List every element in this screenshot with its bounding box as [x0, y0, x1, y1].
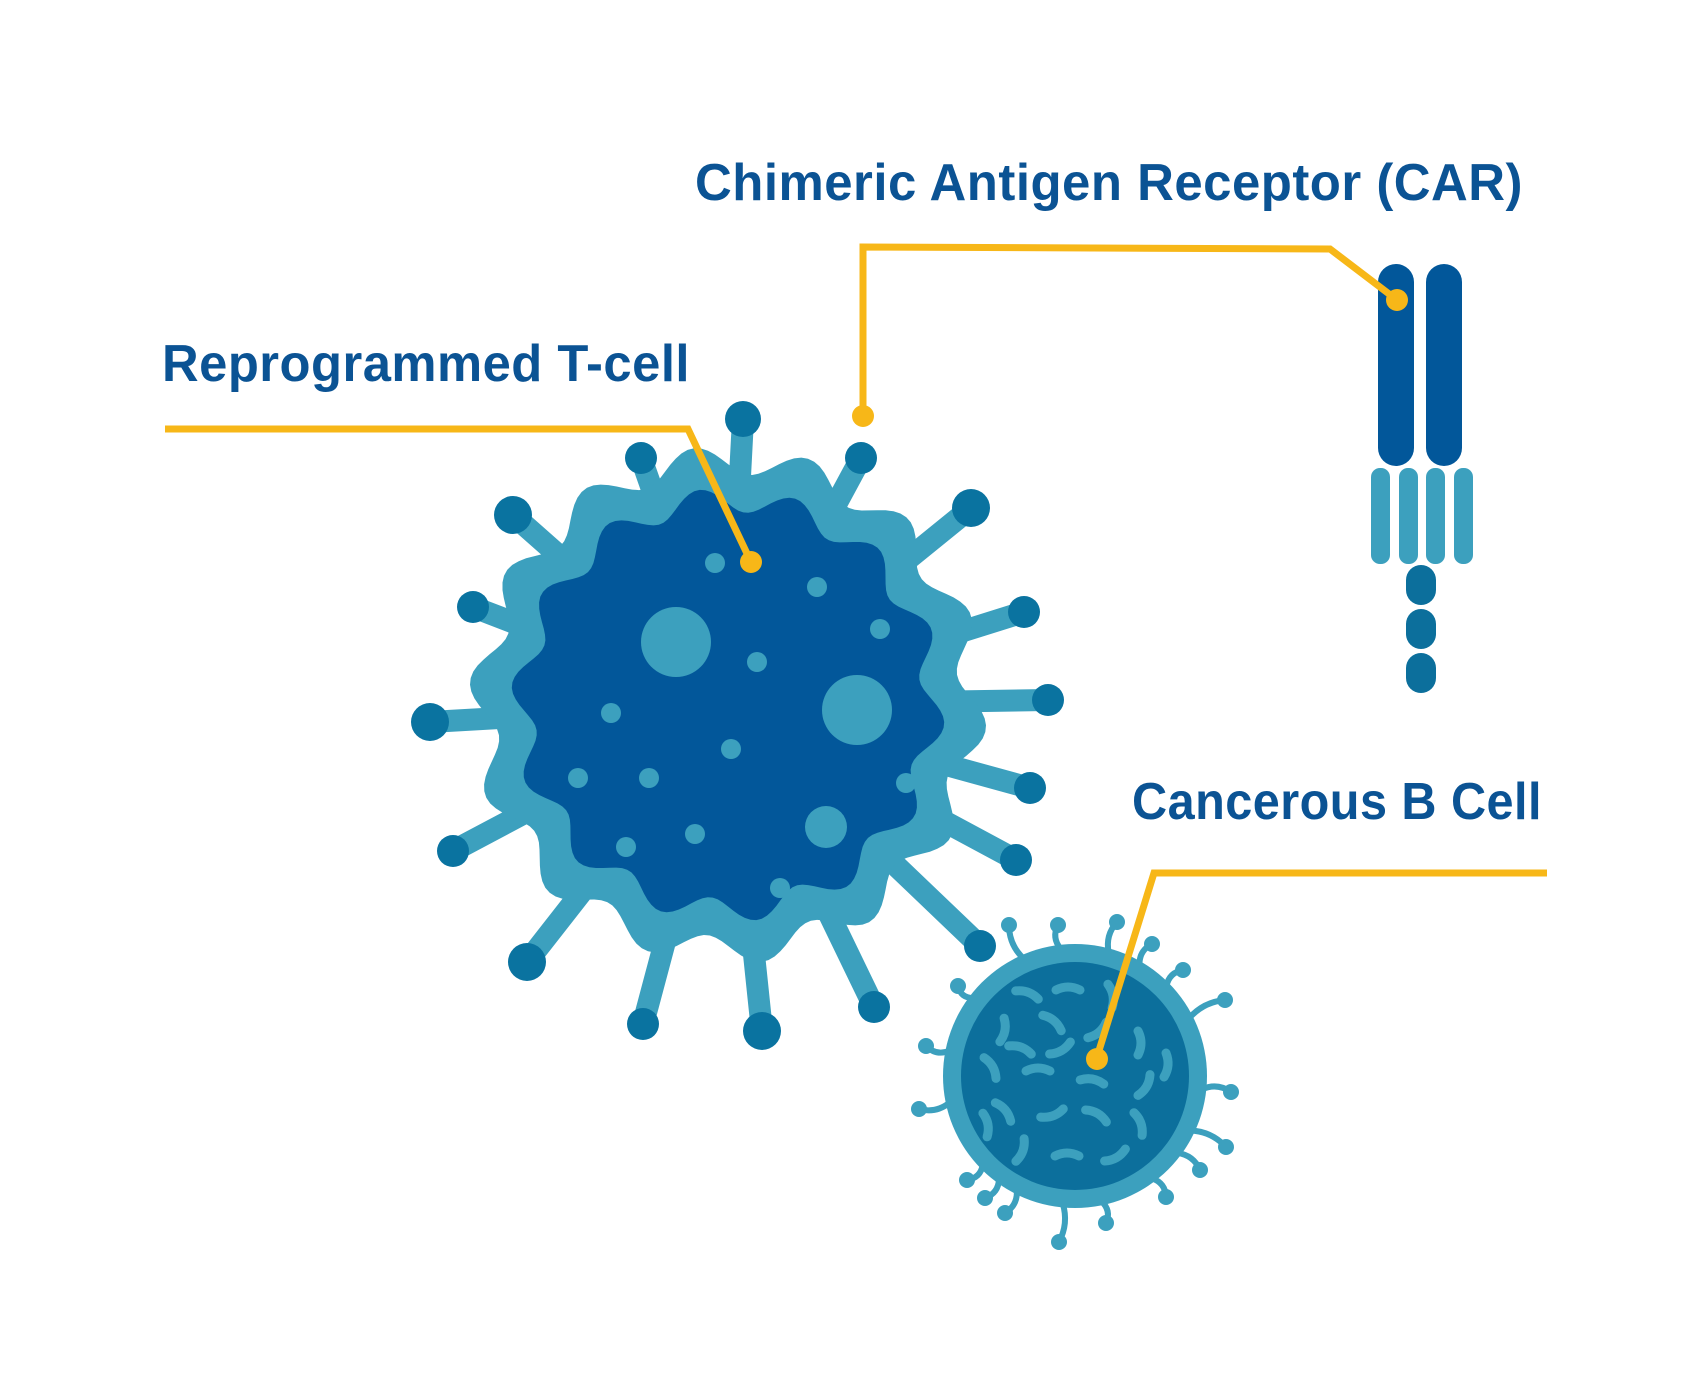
bcell-label: Cancerous B Cell — [1132, 773, 1542, 831]
b-cell-chromatin — [978, 979, 1173, 1166]
receptor-domain-2 — [1399, 468, 1418, 564]
b-cell-villus-tip — [1217, 992, 1233, 1008]
b-cell-chromatin-strand — [990, 1098, 1016, 1126]
receptor-signal-segment-3 — [1406, 653, 1436, 693]
t-cell-granule — [639, 768, 659, 788]
car-receptor-icon — [1371, 264, 1473, 693]
b-cell-villus-tip — [1175, 962, 1191, 978]
tcell-leader-line — [165, 425, 755, 564]
t-cell-granule — [616, 837, 636, 857]
b-cell-villus-tip — [1001, 917, 1017, 933]
b-cell-chromatin-strand — [1075, 1074, 1109, 1089]
t-cell-spike-tip — [1014, 772, 1046, 804]
b-cell-chromatin-strand — [1011, 986, 1043, 1004]
t-cell-spike-tip — [1008, 596, 1040, 628]
b-cell-chromatin-strand — [1081, 1105, 1111, 1127]
b-cell-chromatin-strand — [995, 1013, 1010, 1047]
t-cell-granule — [601, 703, 621, 723]
b-cell-villus-tip — [1144, 936, 1160, 952]
t-cell-granules — [568, 553, 916, 898]
t-cell-spike-tip — [952, 489, 990, 527]
t-cell-spike-tip — [437, 835, 469, 867]
t-cell-granule — [747, 652, 767, 672]
b-cell-villus-tip — [977, 1190, 993, 1206]
receptor-heavy-chain-right — [1426, 264, 1462, 466]
t-cell-spike-tip — [457, 591, 489, 623]
t-cell-granule — [805, 806, 847, 848]
receptor-domain-1 — [1371, 468, 1390, 564]
t-cell-spike-tip — [743, 1012, 781, 1050]
t-cell-spike-tip — [508, 943, 546, 981]
b-cell-villus-tip — [959, 1172, 975, 1188]
t-cell-granule — [770, 878, 790, 898]
car-leader-dot — [852, 405, 874, 427]
b-cell-villus-tip — [997, 1205, 1013, 1221]
b-cell-villus-tip — [1098, 1215, 1114, 1231]
t-cell-granule — [641, 607, 711, 677]
b-cell-nucleus — [961, 962, 1189, 1190]
b-cell-chromatin-strand — [1021, 1063, 1055, 1076]
receptor-domain-3 — [1426, 468, 1445, 564]
b-cell-chromatin-strand — [979, 1053, 1001, 1083]
t-cell-granule — [685, 824, 705, 844]
b-cell-chromatin-strand — [1045, 1037, 1075, 1059]
b-cell-chromatin-strand — [1129, 1108, 1147, 1140]
t-cell-spike-tip — [964, 930, 996, 962]
t-cell-spike-tip — [845, 442, 877, 474]
b-cell-chromatin-strand — [1133, 1070, 1155, 1100]
b-cell-villus-tip — [918, 1038, 934, 1054]
bcell-leader-dot — [1086, 1048, 1108, 1070]
car-label: Chimeric Antigen Receptor (CAR) — [695, 154, 1523, 212]
t-cell-granule — [721, 739, 741, 759]
b-cell-chromatin-strand — [1159, 1048, 1173, 1082]
b-cell-chromatin-strand — [1100, 1144, 1130, 1166]
t-cell-spike-tip — [627, 1008, 659, 1040]
receptor-signal-segment-1 — [1406, 565, 1436, 605]
receptor-signal-segment-2 — [1406, 609, 1436, 649]
cancerous-b-cell-icon — [911, 914, 1239, 1250]
leader-dots — [740, 289, 1408, 1070]
b-cell-villus-tip — [1051, 1234, 1067, 1250]
t-cell-granule — [705, 553, 725, 573]
t-cell-spike-tip — [1032, 684, 1064, 716]
receptor-heavy-chain-left — [1378, 264, 1414, 466]
t-cell-spike-tip — [411, 703, 449, 741]
tcell-label: Reprogrammed T-cell — [162, 335, 690, 393]
b-cell-chromatin-strand — [1004, 1041, 1036, 1059]
b-cell-villus-tip — [1158, 1189, 1174, 1205]
b-cell-chromatin-strand — [1011, 1134, 1029, 1166]
b-cell-villus-tip — [1050, 917, 1066, 933]
b-cell-chromatin-strand — [1133, 1026, 1146, 1060]
t-cell-spike-tip — [1000, 844, 1032, 876]
b-cell-villus-tip — [950, 978, 966, 994]
receptor-domain-4 — [1454, 468, 1473, 564]
b-cell-chromatin-strand — [1036, 1104, 1068, 1122]
b-cell-villus-tip — [1109, 914, 1125, 930]
b-cell-chromatin-strand — [978, 1108, 993, 1142]
t-cell-granule — [568, 768, 588, 788]
t-cell-spike-tip — [625, 442, 657, 474]
b-cell-villus-tip — [1218, 1139, 1234, 1155]
leader-lines — [165, 243, 1547, 1059]
t-cell-spike-tip — [858, 991, 890, 1023]
t-cell-spike-tip — [725, 401, 761, 437]
car-leader-line — [859, 243, 1400, 416]
t-cell-icon — [411, 401, 1064, 1050]
b-cell-villus-tip — [1223, 1084, 1239, 1100]
b-cell-chromatin-strand — [1038, 1010, 1066, 1036]
b-cell-villus-tip — [911, 1101, 927, 1117]
b-cell-chromatin-strand — [1050, 1148, 1084, 1161]
t-cell-granule — [896, 773, 916, 793]
b-cell-chromatin-strand — [1051, 982, 1085, 995]
b-cell-villus-tip — [1192, 1162, 1208, 1178]
bcell-leader-line — [1093, 869, 1547, 1059]
t-cell-granule — [807, 577, 827, 597]
t-cell-granule — [822, 675, 892, 745]
tcell-leader-dot — [740, 551, 762, 573]
t-cell-spike-tip — [494, 496, 532, 534]
car-receptor-leader-dot — [1386, 289, 1408, 311]
t-cell-granule — [870, 619, 890, 639]
